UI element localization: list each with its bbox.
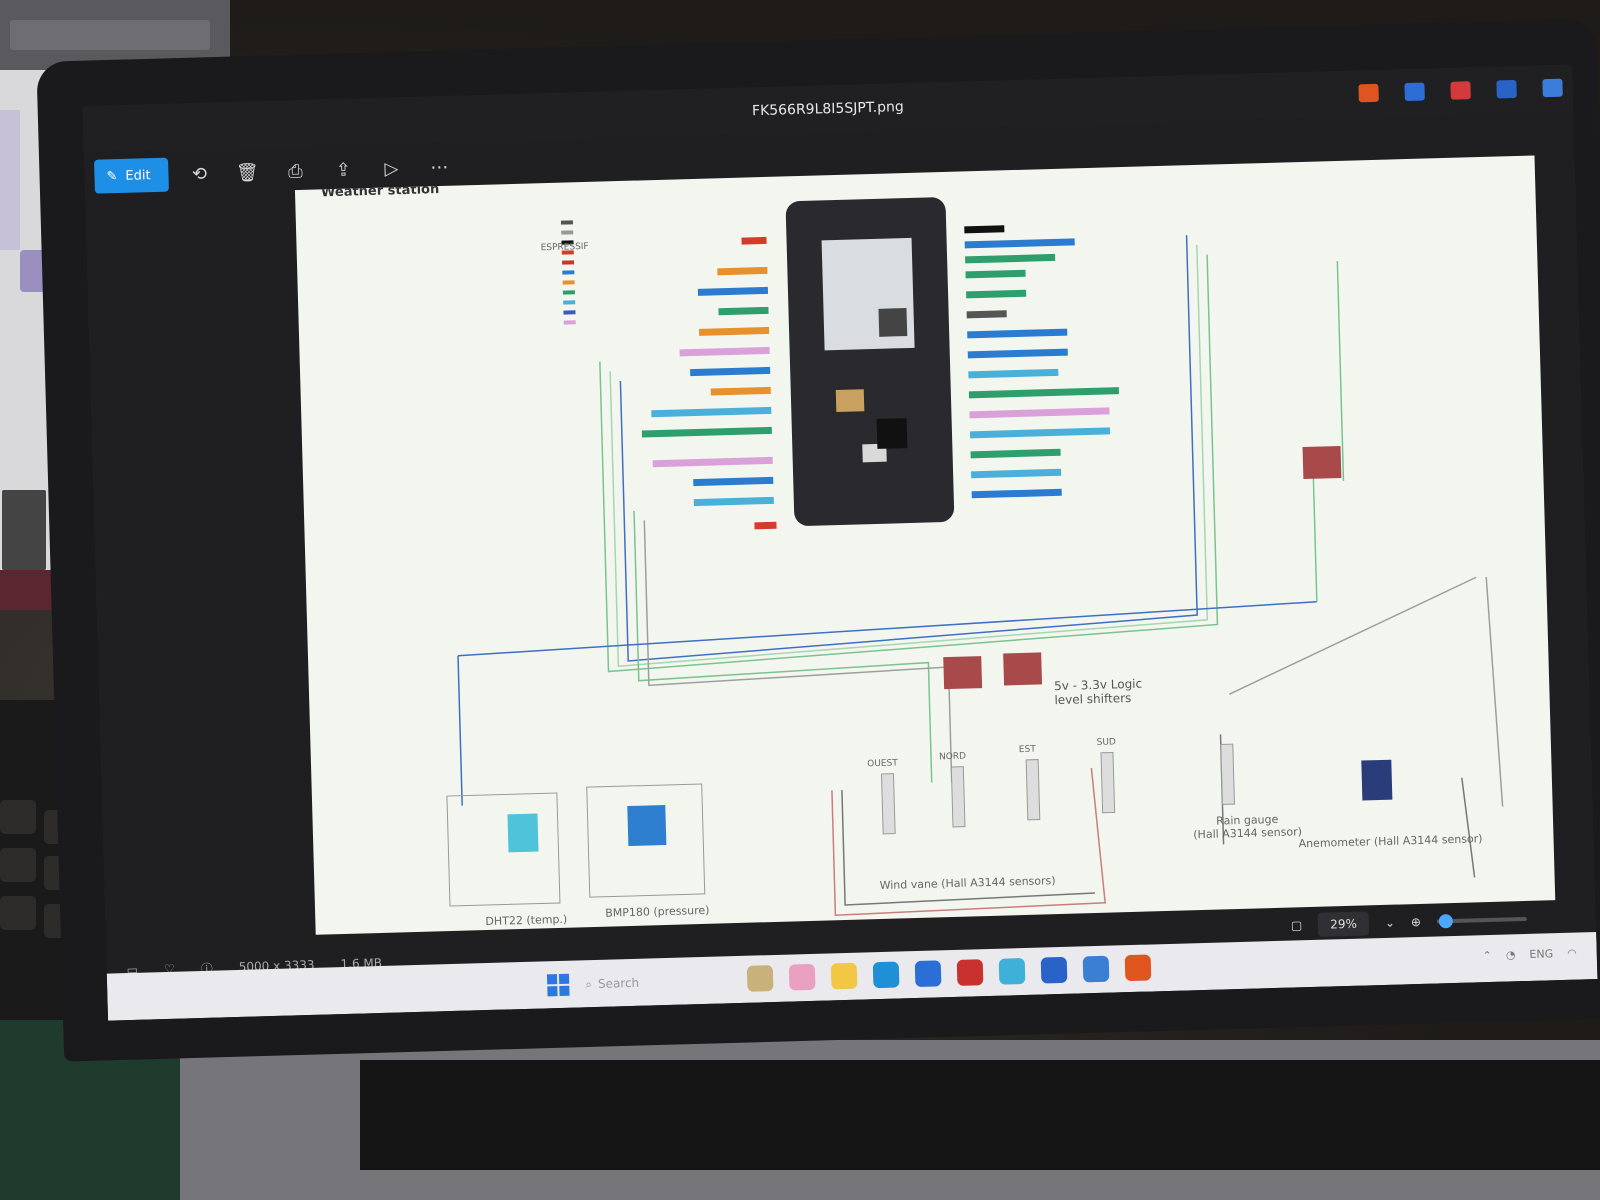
background-monitor	[0, 0, 230, 70]
search-placeholder: Search	[597, 975, 640, 991]
laptop-screen: FK566R9L8I5SJPT.png ✎ Edit ⟲ 🗑 ⎙ ⇪ ▷ ⋯ W…	[82, 64, 1598, 1021]
search-icon: ⌕	[585, 976, 593, 991]
chrome-icon[interactable]	[1124, 954, 1152, 982]
vane-label-ouest: OUEST	[867, 758, 898, 770]
laptop-base	[180, 1040, 1600, 1200]
left-pin-labels	[641, 236, 777, 530]
window-icons	[1358, 78, 1563, 103]
vane-label-est: EST	[1018, 744, 1036, 756]
dht22-label: DHT22 (temp.)	[485, 912, 568, 929]
more-options-icon[interactable]: ⋯	[430, 156, 449, 178]
start-tile	[559, 985, 570, 997]
sensor-modules	[446, 743, 1393, 907]
laptop-hinge	[360, 1060, 1600, 1170]
edit-label: Edit	[125, 167, 151, 184]
system-tray: ⌃ ◔ ENG ◠	[1482, 947, 1576, 963]
mail-icon[interactable]	[1040, 956, 1068, 984]
vane-label-sud: SUD	[1096, 737, 1117, 748]
edit-button[interactable]: ✎ Edit	[94, 157, 169, 194]
zoom-in-icon[interactable]: ⊕	[1410, 914, 1422, 930]
taskbar-search[interactable]: ⌕ Search	[585, 969, 716, 997]
app-icon[interactable]	[1358, 83, 1379, 103]
esp32-board	[785, 197, 955, 526]
photos-icon[interactable]	[1082, 955, 1110, 983]
store-icon[interactable]	[914, 960, 942, 988]
network-icon[interactable]: ◔	[1505, 948, 1516, 962]
rotate-icon[interactable]: ⟲	[191, 163, 208, 185]
fit-window-icon[interactable]: ▢	[1290, 918, 1303, 933]
widgets-icon[interactable]	[746, 965, 774, 992]
zoom-level[interactable]: 29%	[1317, 911, 1370, 937]
app-icon[interactable]	[1496, 79, 1517, 99]
edit-app-icon[interactable]	[1404, 82, 1425, 102]
print-icon[interactable]: ⎙	[287, 160, 303, 182]
app-icon[interactable]	[998, 958, 1026, 985]
start-button[interactable]	[546, 973, 570, 997]
vane-label-nord: NORD	[938, 751, 967, 763]
image-canvas[interactable]: Weather station	[294, 155, 1556, 935]
start-tile	[546, 974, 558, 985]
schematic-diagram	[446, 197, 1504, 917]
background-sidebar	[0, 110, 20, 250]
copilot-icon[interactable]	[788, 963, 816, 991]
board-brand: ESPRESSIF	[540, 241, 589, 254]
shifters-label-line-2: level shifters	[1054, 690, 1132, 708]
zoom-slider[interactable]	[1436, 914, 1527, 929]
start-tile	[547, 986, 558, 997]
key	[0, 896, 36, 930]
app-icon[interactable]	[1450, 81, 1471, 100]
shifters-label: 5v - 3.3v Logic level shifters	[1054, 677, 1143, 707]
file-explorer-icon[interactable]	[830, 962, 858, 990]
edit-icon: ✎	[106, 168, 118, 184]
language-indicator[interactable]: ENG	[1529, 947, 1554, 961]
edge-icon[interactable]	[872, 961, 900, 989]
wifi-icon[interactable]: ◠	[1566, 946, 1577, 960]
zoom-out-icon[interactable]: ⌄	[1384, 915, 1396, 930]
delete-icon[interactable]: 🗑	[235, 161, 260, 184]
share-icon[interactable]: ⇪	[335, 159, 352, 181]
slideshow-icon[interactable]: ▷	[384, 157, 399, 180]
pinned-apps	[746, 954, 1152, 992]
key	[0, 848, 36, 882]
background-thumbnail	[2, 490, 46, 570]
right-pin-labels	[964, 225, 1119, 499]
app-icon[interactable]	[1542, 78, 1563, 98]
logic-shifters	[943, 445, 1342, 690]
background-monitor-strip	[10, 20, 210, 50]
pin-legend	[560, 220, 576, 325]
mcafee-icon[interactable]	[956, 959, 984, 986]
start-tile	[558, 973, 570, 985]
chevron-up-icon[interactable]: ⌃	[1482, 948, 1493, 963]
zoom-slider-knob[interactable]	[1438, 914, 1454, 929]
rain-gauge-label: Rain gauge (Hall A3144 sensor)	[1193, 812, 1302, 841]
key	[0, 800, 36, 834]
